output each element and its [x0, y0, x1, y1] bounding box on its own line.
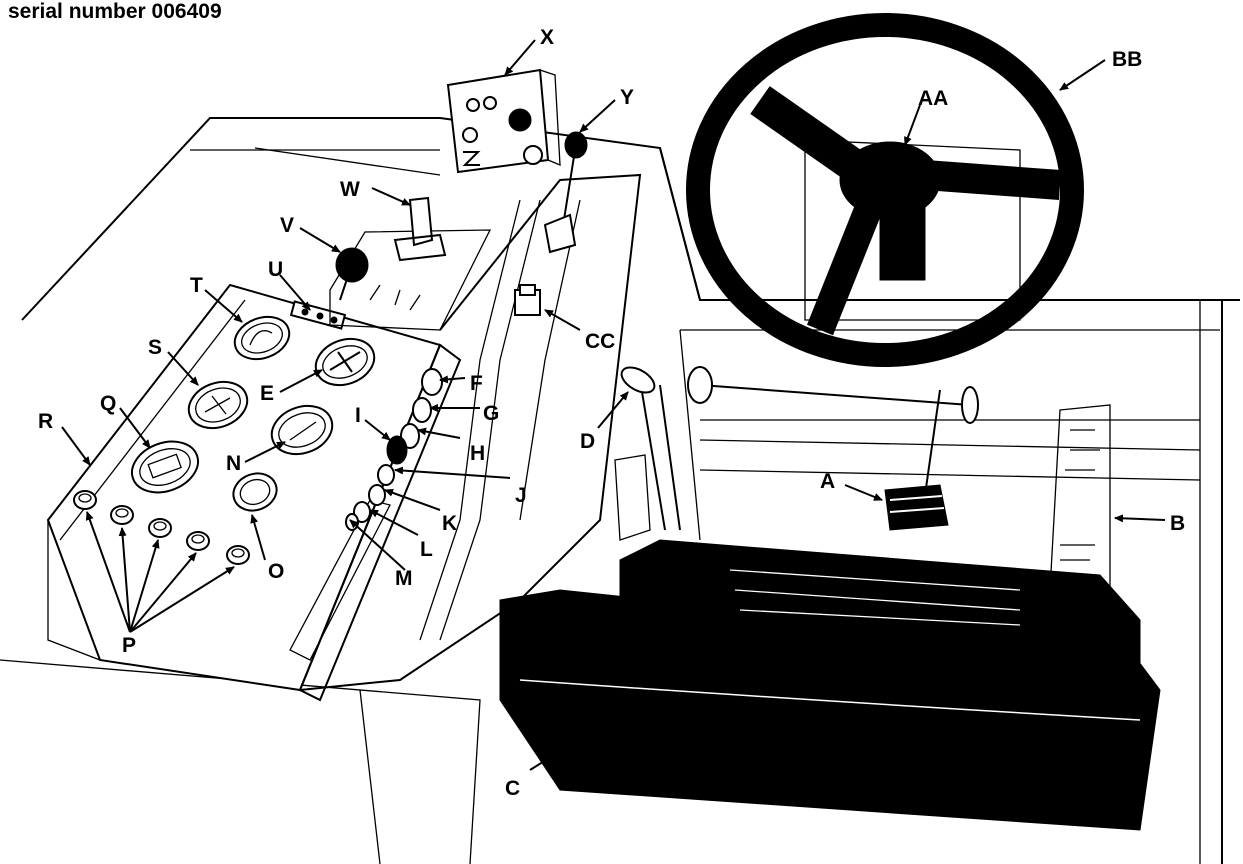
- steering-wheel-BB: [686, 13, 1084, 367]
- label-H: H: [470, 442, 485, 465]
- gauge-S: [187, 380, 249, 430]
- label-P: P: [122, 634, 136, 657]
- label-C: C: [505, 777, 520, 800]
- control-box-X: [446, 68, 561, 174]
- label-W: W: [340, 178, 360, 201]
- label-I: I: [355, 404, 361, 427]
- side-controls: [345, 368, 443, 531]
- gauge-Q: [131, 440, 199, 494]
- switch-CC: [514, 284, 541, 316]
- gauge-N: [270, 404, 334, 456]
- serial-number-caption: serial number 006409: [8, 0, 222, 23]
- brake-lever-D: [614, 366, 681, 541]
- label-J: J: [515, 484, 527, 507]
- seat-C: [499, 539, 1161, 831]
- label-CC: CC: [585, 330, 615, 353]
- label-BB: BB: [1112, 48, 1142, 71]
- label-K: K: [442, 512, 457, 535]
- lever-W: [393, 196, 447, 262]
- label-O: O: [268, 560, 284, 583]
- label-G: G: [483, 402, 499, 425]
- label-U: U: [268, 258, 283, 281]
- label-R: R: [38, 410, 53, 433]
- label-L: L: [420, 538, 433, 561]
- label-M: M: [395, 567, 413, 590]
- label-D: D: [580, 430, 595, 453]
- label-B: B: [1170, 512, 1185, 535]
- decal-plate-B: [1049, 404, 1111, 591]
- knob-O: [232, 472, 278, 512]
- leader-lines: [61, 39, 1166, 771]
- label-N: N: [226, 452, 241, 475]
- label-A: A: [820, 470, 835, 493]
- label-Y: Y: [620, 86, 634, 109]
- pedal-A: [687, 366, 979, 531]
- label-Q: Q: [100, 392, 116, 415]
- label-T: T: [190, 274, 203, 297]
- label-V: V: [280, 214, 294, 237]
- label-F: F: [470, 372, 483, 395]
- label-X: X: [540, 26, 554, 49]
- lever-V: [329, 229, 492, 331]
- gauge-T: [233, 315, 291, 361]
- switches-P: [73, 490, 250, 565]
- label-S: S: [148, 336, 162, 359]
- label-AA: AA: [918, 87, 948, 110]
- label-E: E: [260, 382, 274, 405]
- lever-Y: [543, 131, 588, 254]
